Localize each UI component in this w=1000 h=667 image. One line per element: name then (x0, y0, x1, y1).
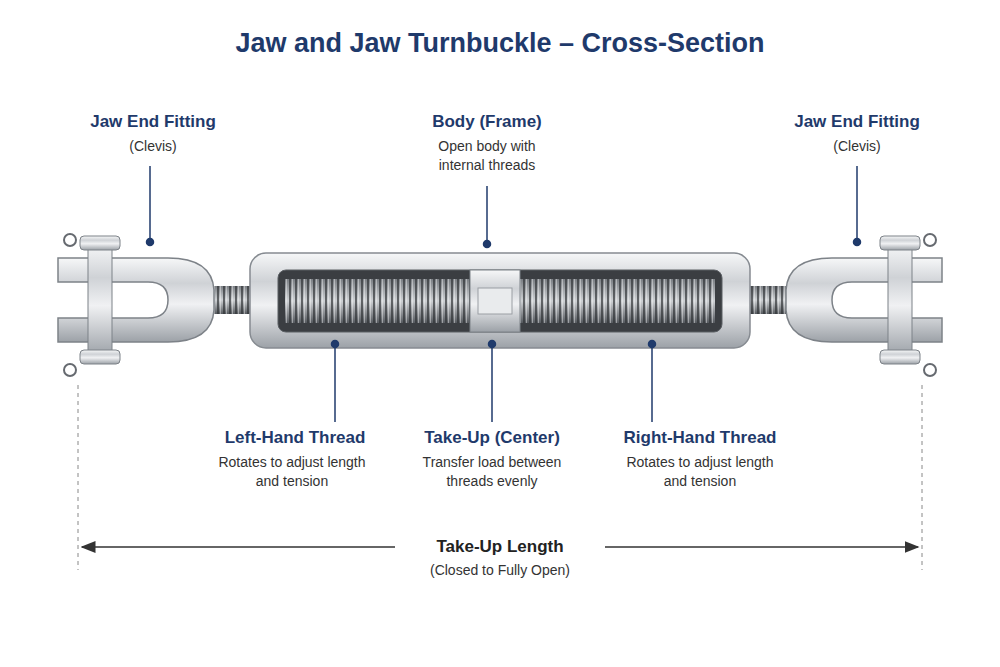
part-label: Left-Hand Thread (225, 428, 366, 448)
leader-lines (147, 166, 861, 422)
part-label: Right-Hand Thread (624, 428, 777, 448)
part-label: Jaw End Fitting (794, 112, 920, 132)
dimension-label: Take-Up Length (430, 537, 569, 557)
part-note: (Clevis) (833, 137, 880, 156)
part-label: Take-Up (Center) (424, 428, 560, 448)
part-note: Open body with internal threads (417, 137, 557, 175)
part-note: Rotates to adjust length and tension (620, 453, 780, 491)
dimension-note: (Closed to Fully Open) (430, 562, 570, 578)
part-label: Body (Frame) (432, 112, 542, 132)
body-frame (250, 253, 750, 348)
jaw-end-fitting (58, 234, 214, 376)
diagram-title: Jaw and Jaw Turnbuckle – Cross-Section (235, 28, 764, 59)
part-note: Transfer load between threads evenly (407, 453, 577, 491)
part-label: Jaw End Fitting (90, 112, 216, 132)
extension-lines (78, 385, 922, 570)
part-note: (Clevis) (129, 137, 176, 156)
part-note: Rotates to adjust length and tension (212, 453, 372, 491)
jaw-end-fitting (786, 234, 942, 376)
